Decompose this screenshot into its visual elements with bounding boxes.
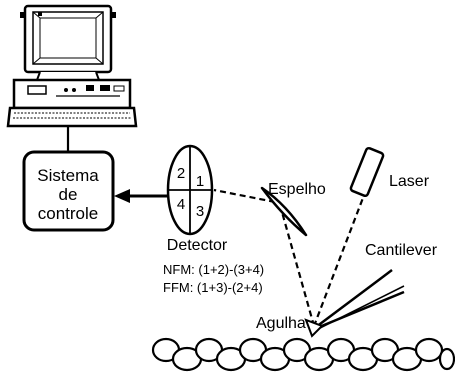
quadrant-1-label: 1 <box>196 173 204 190</box>
laser-beam-path <box>213 188 368 327</box>
laser-source <box>349 146 385 198</box>
control-system-label-line3: controle <box>38 204 98 223</box>
control-system-box <box>22 150 115 232</box>
mirror-label: Espelho <box>268 181 326 198</box>
nfm-formula: NFM: (1+2)-(3+4) <box>163 262 264 277</box>
quadrant-3-label: 3 <box>196 203 204 220</box>
detector-label: Detector <box>167 237 228 254</box>
mirror <box>260 186 308 237</box>
control-system-label-line1: Sistema <box>37 166 99 185</box>
signal-arrow-head <box>114 189 130 203</box>
sample-atoms <box>151 337 455 372</box>
cantilever <box>311 269 405 332</box>
quadrant-2-label: 2 <box>177 165 185 182</box>
ffm-formula: FFM: (1+3)-(2+4) <box>163 280 263 295</box>
cantilever-label: Cantilever <box>365 242 438 259</box>
quadrant-4-label: 4 <box>177 196 185 213</box>
afm-tip <box>304 318 324 338</box>
tip-label: Agulha <box>256 315 306 332</box>
computer-icon <box>6 4 138 128</box>
control-system-label-line2: de <box>59 185 78 204</box>
photodiode-detector <box>166 144 214 236</box>
laser-label: Laser <box>389 173 430 190</box>
